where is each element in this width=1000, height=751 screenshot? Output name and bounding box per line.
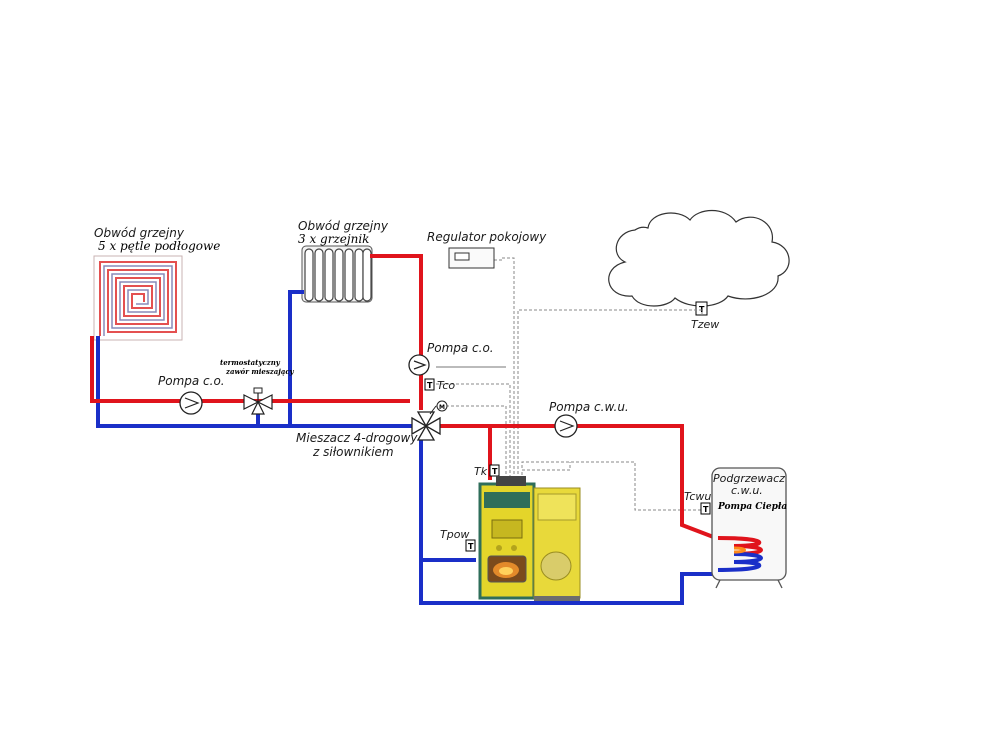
- radiator-circuit-subtitle: 3 x grzejnik: [298, 232, 369, 246]
- sensor-tcwu-symbol: T: [703, 505, 709, 514]
- thermostatic-valve-icon[interactable]: [243, 387, 273, 415]
- sensor-tcwu: T Tcwu: [684, 490, 711, 515]
- pump-dhw-icon[interactable]: [554, 414, 578, 438]
- pump-dhw-label: Pompa c.w.u.: [549, 400, 629, 414]
- pump-floor-icon[interactable]: [179, 391, 203, 415]
- pump-floor-label: Pompa c.o.: [158, 374, 225, 388]
- motor-symbol: M: [439, 404, 445, 411]
- outdoor-sensor-label: Tzew: [691, 318, 719, 331]
- tank-label-1: Podgrzewacz: [713, 472, 785, 485]
- signal-wires: [436, 257, 703, 511]
- radiator-circuit-title: Obwód grzejny: [298, 219, 389, 233]
- floor-heating-loop: Obwód grzejny 5 x pętle podłogowe: [93, 226, 220, 341]
- pump-radiator-label: Pompa c.o.: [427, 341, 494, 355]
- floor-circuit-title: Obwód grzejny: [94, 226, 185, 240]
- sensor-tco: T Tco: [424, 378, 455, 392]
- sensor-tco-symbol: T: [427, 381, 433, 390]
- mixer-actuator-motor: M: [429, 400, 448, 415]
- mixer-label-1: Mieszacz 4-drogowy: [296, 431, 418, 445]
- pellet-boiler: [478, 476, 581, 601]
- sensor-tpow-label: Tpow: [440, 528, 469, 541]
- sensor-tpow: T Tpow: [440, 528, 476, 552]
- sensor-tco-label: Tco: [437, 379, 455, 392]
- dhw-tank: Podgrzewacz c.w.u. Pompa Ciepła: [711, 467, 787, 589]
- sensor-tcwu-label: Tcwu: [684, 490, 711, 503]
- sensor-tpow-symbol: T: [468, 542, 474, 551]
- radiator-icon: Obwód grzejny 3 x grzejnik: [298, 219, 389, 303]
- tank-label-2: c.w.u.: [731, 484, 763, 497]
- floor-circuit-subtitle: 5 x pętle podłogowe: [98, 239, 220, 253]
- room-regulator: Regulator pokojowy: [427, 230, 547, 269]
- return-pipes: [96, 290, 716, 605]
- thermo-valve-label-1: termostatyczny: [220, 358, 281, 367]
- sensor-tk-symbol: T: [492, 467, 498, 476]
- thermo-valve-label-2: zawór mieszający: [225, 367, 295, 376]
- sensor-tk: T Tk: [474, 464, 500, 478]
- mixer-label-2: z siłownikiem: [312, 445, 394, 459]
- pump-radiator-icon[interactable]: [408, 354, 430, 376]
- cloud-icon: [608, 209, 790, 307]
- four-way-mixer-icon[interactable]: [411, 411, 441, 441]
- room-regulator-label: Regulator pokojowy: [427, 230, 547, 244]
- tank-label-3: Pompa Ciepła: [717, 502, 787, 512]
- sensor-tk-label: Tk: [474, 465, 488, 478]
